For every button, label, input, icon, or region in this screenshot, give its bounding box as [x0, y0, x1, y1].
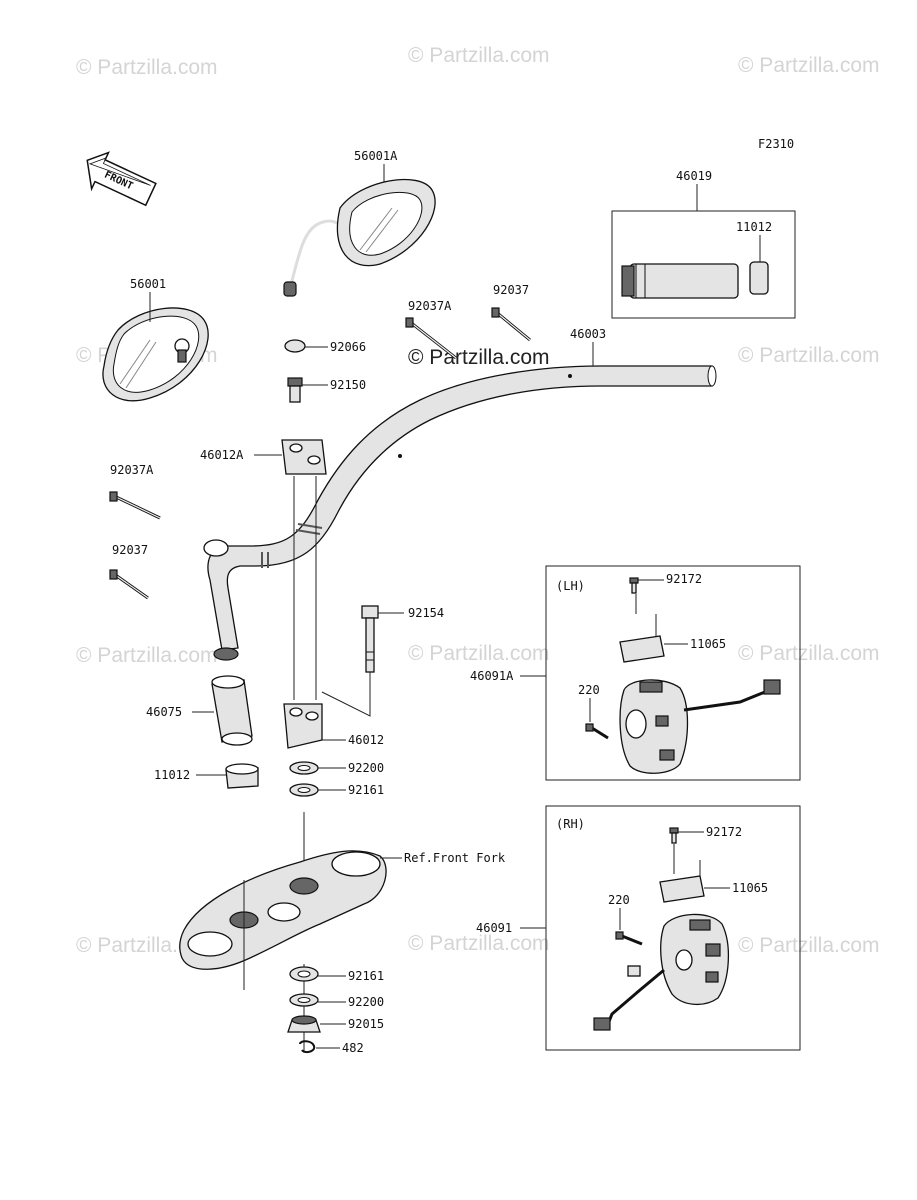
- rh-label: (RH): [556, 817, 585, 831]
- watermark-text: © Partzilla.com: [738, 54, 880, 77]
- switch-housing-lh: [619, 679, 781, 774]
- lh-switch-box: [545, 565, 801, 781]
- clip-482: [299, 1040, 316, 1054]
- cover-11065-lh: [619, 635, 665, 663]
- screw-92172-lh: [629, 577, 639, 594]
- label-56001: 56001: [130, 277, 166, 291]
- label-46012: 46012: [348, 733, 384, 747]
- label-92200-top: 92200: [348, 761, 384, 775]
- washer-92161-top: [289, 783, 319, 797]
- front-arrow-icon: FRONT: [86, 151, 157, 207]
- watermark-text: © Partzilla.com: [408, 346, 550, 369]
- mirror-56001: [102, 307, 209, 402]
- cover-11065-rh: [659, 875, 705, 903]
- nut-92015: [287, 1015, 321, 1033]
- label-482: 482: [342, 1041, 364, 1055]
- watermark-text: © Partzilla.com: [738, 344, 880, 367]
- label-56001A: 56001A: [354, 149, 398, 163]
- watermark-text: © Partzilla.com: [408, 44, 550, 67]
- washer-92161-bottom: [289, 966, 319, 982]
- watermark-text: © Partzilla.com: [408, 642, 550, 665]
- bolt-92154: [361, 605, 379, 673]
- label-92172-lh: 92172: [666, 572, 702, 586]
- label-92037A-top: 92037A: [408, 299, 452, 313]
- grip-kit-box: [611, 210, 796, 319]
- pin-92037-top: [491, 307, 531, 342]
- switch-housing-rh: [593, 913, 730, 1031]
- lh-label: (LH): [556, 579, 585, 593]
- label-46012A: 46012A: [200, 448, 244, 462]
- handlebar: [203, 365, 717, 661]
- watermark-text: © Partzilla.com: [408, 932, 550, 955]
- ref-front-fork: Ref.Front Fork: [404, 851, 506, 865]
- cap-92066: [284, 339, 306, 353]
- watermark-layer: © Partzilla.com © Partzilla.com © Partzi…: [76, 44, 880, 957]
- label-11012-bottom: 11012: [154, 768, 190, 782]
- label-92172-rh: 92172: [706, 825, 742, 839]
- pin-92037A-top: [405, 317, 457, 360]
- holder-upper-46012A: [281, 439, 327, 475]
- label-11065-rh: 11065: [732, 881, 768, 895]
- label-46003: 46003: [570, 327, 606, 341]
- fork-bracket: [179, 850, 387, 970]
- holder-lower-46012: [283, 703, 323, 749]
- label-92066: 92066: [330, 340, 366, 354]
- washer-92200-top: [289, 761, 319, 775]
- grip-end-cap: [749, 261, 769, 295]
- washer-92200-bottom: [289, 993, 319, 1007]
- screw-92172-rh: [669, 827, 679, 844]
- label-11012-top: 11012: [736, 220, 772, 234]
- label-220-rh: 220: [608, 893, 630, 907]
- label-92161-bottom: 92161: [348, 969, 384, 983]
- label-92154: 92154: [408, 606, 444, 620]
- screw-220-rh: [615, 931, 643, 946]
- screw-220-lh: [585, 723, 609, 740]
- label-46091A: 46091A: [470, 669, 514, 683]
- label-92037-left: 92037: [112, 543, 148, 557]
- label-92037-top: 92037: [493, 283, 529, 297]
- watermark-text: © Partzilla.com: [738, 934, 880, 957]
- label-92150: 92150: [330, 378, 366, 392]
- label-46075: 46075: [146, 705, 182, 719]
- watermark-text: © Partzilla.com: [76, 644, 218, 667]
- grip-end-cap-left: [225, 763, 259, 789]
- label-92037A-left: 92037A: [110, 463, 154, 477]
- pin-92037-left: [109, 569, 149, 600]
- grip-left-46075: [211, 675, 253, 746]
- pin-92037A-left: [109, 491, 161, 520]
- watermark-text: © Partzilla.com: [738, 642, 880, 665]
- label-92200-bottom: 92200: [348, 995, 384, 1009]
- grip-right: [621, 263, 739, 299]
- watermark-text: © Partzilla.com: [76, 56, 218, 79]
- figure-code: F2310: [758, 137, 794, 151]
- label-46019: 46019: [676, 169, 712, 183]
- label-46091: 46091: [476, 921, 512, 935]
- label-11065-lh: 11065: [690, 637, 726, 651]
- label-92161-top: 92161: [348, 783, 384, 797]
- label-220-lh: 220: [578, 683, 600, 697]
- mirror-56001A: [283, 178, 436, 297]
- bolt-92150: [287, 377, 303, 403]
- label-92015: 92015: [348, 1017, 384, 1031]
